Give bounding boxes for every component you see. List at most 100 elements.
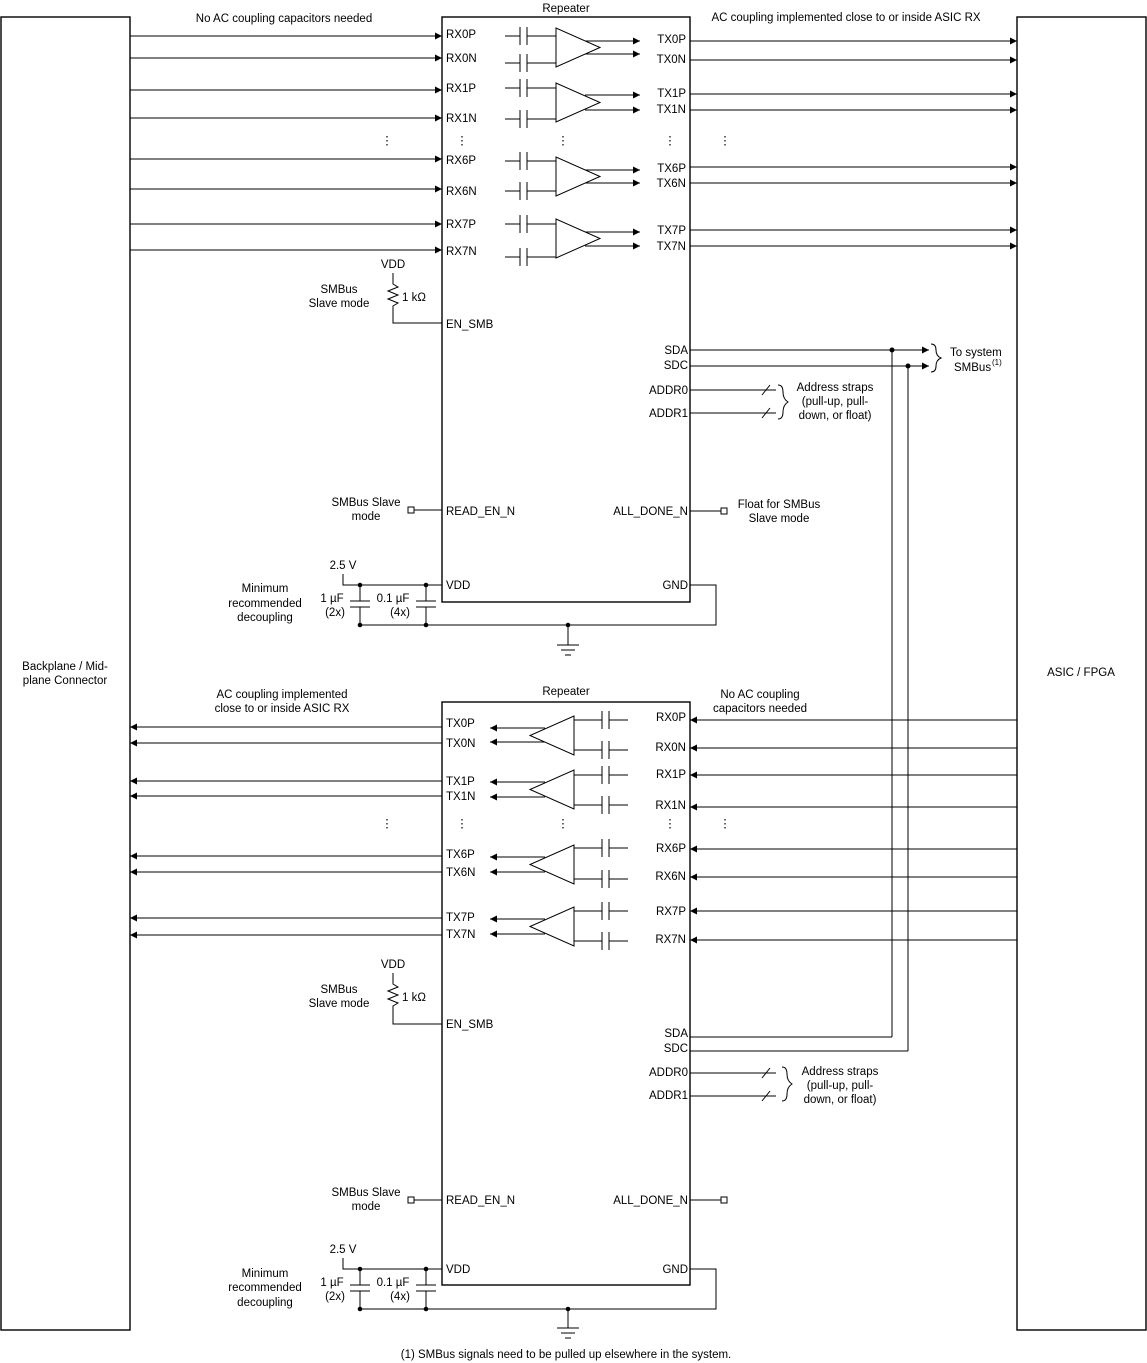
bottom-ground-icon [557,1309,579,1339]
top-sda-pin: SDA [664,345,688,357]
top-rx-label: RX6P [446,155,476,167]
bottom-vdd-pin: VDD [446,1264,470,1276]
bottom-rx-label: RX0N [655,742,686,754]
bottom-tx-label: TX7P [446,912,475,924]
bottom-rx-label: RX1N [655,800,686,812]
top-addr1-pin: ADDR1 [649,408,688,420]
bottom-all-done-pin: ALL_DONE_N [613,1195,688,1207]
top-channel-0 [505,27,640,72]
bottom-left-note-line1: AC coupling implemented [216,689,347,701]
top-read-en-note-line1: SMBus Slave [331,497,400,509]
bottom-repeater-title: Repeater [542,686,589,698]
top-rx-label: RX1P [446,83,476,95]
ellipsis: ⋮ [381,135,393,147]
top-read-en-terminal [407,506,415,514]
top-rx-label: RX0N [446,53,477,65]
bottom-rx-label: RX7N [655,934,686,946]
to-system-line1: To system [950,347,1002,359]
top-all-done-pin: ALL_DONE_N [613,506,688,518]
top-cap1-count: (2x) [325,607,345,619]
bottom-channel-7 [490,902,628,950]
bottom-tx-label: TX1P [446,776,475,788]
top-channel-1 [505,79,640,128]
backplane-connector-block [0,16,131,1331]
top-en-smb-pin: EN_SMB [446,319,494,331]
top-channel-7 [505,215,640,266]
top-sdc-pin: SDC [664,360,688,372]
bottom-rx-label: RX1P [656,769,686,781]
top-all-done-note-line2: Slave mode [749,513,810,525]
top-tx-label: TX1N [657,104,686,116]
bottom-decoupling-line2: recommended [228,1282,302,1294]
bottom-addr0-pin: ADDR0 [649,1067,688,1079]
top-cap2-value: 0.1 µF [377,593,410,605]
ellipsis: ⋮ [456,135,468,147]
bottom-gnd-pin: GND [662,1264,688,1276]
bottom-supply-label: 2.5 V [330,1244,357,1256]
bottom-tx-label: TX6P [446,849,475,861]
bottom-sdc-pin: SDC [664,1043,688,1055]
bottom-cap2-value: 0.1 µF [377,1277,410,1289]
bottom-rx-label: RX0P [656,712,686,724]
ellipsis: ⋮ [557,818,569,830]
top-rx-label: RX7N [446,246,477,258]
top-tx-label: TX0P [657,34,686,46]
bottom-supply-line [342,1258,442,1270]
top-addr-note-line2: (pull-up, pull- [802,396,869,408]
top-supply-label: 2.5 V [330,560,357,572]
bottom-decoupling-line3: decoupling [237,1297,293,1309]
bottom-rx-label: RX7P [656,906,686,918]
top-all-done-terminal [720,507,728,515]
bottom-cap2-count: (4x) [390,1291,410,1303]
bottom-right-note-line1: No AC coupling [720,689,799,701]
top-tx-label: TX1P [657,88,686,100]
top-repeater-body [441,16,691,603]
top-pullup-vdd: VDD [381,259,405,271]
bottom-pullup-vdd: VDD [381,959,405,971]
ellipsis: ⋮ [664,818,676,830]
top-rx-label: RX7P [446,219,476,231]
ellipsis: ⋮ [719,818,731,830]
bottom-addr-note-line3: down, or float) [804,1094,877,1106]
top-addr-brace [777,384,789,420]
ellipsis: ⋮ [456,818,468,830]
footnote-mark: (1) [992,358,1002,367]
bottom-read-en-note-line2: mode [352,1201,381,1213]
to-system-line2: SMBus [954,362,991,374]
ellipsis: ⋮ [664,135,676,147]
top-tx-lines [690,37,1017,250]
bottom-read-en-pin: READ_EN_N [446,1195,515,1207]
bottom-cap1-value: 1 µF [320,1277,343,1289]
bottom-repeater-body [441,701,691,1286]
top-addr0-pin: ADDR0 [649,385,688,397]
top-tx-label: TX7P [657,225,686,237]
bottom-rx-lines [690,716,1017,944]
top-rx-label: RX1N [446,113,477,125]
top-cap2-count: (4x) [390,607,410,619]
top-smbus-mode-line1: SMBus [320,284,357,296]
bottom-sda-pin: SDA [664,1028,688,1040]
bottom-smbus-mode-line1: SMBus [320,984,357,996]
bottom-channel-0 [490,711,628,759]
top-gnd-pin: GND [662,580,688,592]
top-left-note: No AC coupling capacitors needed [196,13,372,25]
bottom-tx-label: TX1N [446,791,475,803]
top-addr-note-line3: down, or float) [799,410,872,422]
bottom-resistor-value: 1 kΩ [402,992,426,1004]
bottom-left-note-line2: close to or inside ASIC RX [215,703,350,715]
top-right-note: AC coupling implemented close to or insi… [711,12,980,24]
top-addr-note-line1: Address straps [797,382,874,394]
bottom-tx-label: TX6N [446,867,475,879]
asic-label: ASIC / FPGA [1047,667,1115,679]
bottom-tx-label: TX0P [446,718,475,730]
top-all-done-note-line1: Float for SMBus [738,499,821,511]
bottom-right-note-line2: capacitors needed [713,703,807,715]
asic-fpga-block [1016,16,1147,1331]
connector-label-line2: plane Connector [23,675,108,687]
bottom-smbus-mode-line2: Slave mode [309,998,370,1010]
ellipsis: ⋮ [381,818,393,830]
top-tx-label: TX0N [657,54,686,66]
bottom-pullup-resistor [386,973,442,1025]
bottom-rx-label: RX6N [655,871,686,883]
